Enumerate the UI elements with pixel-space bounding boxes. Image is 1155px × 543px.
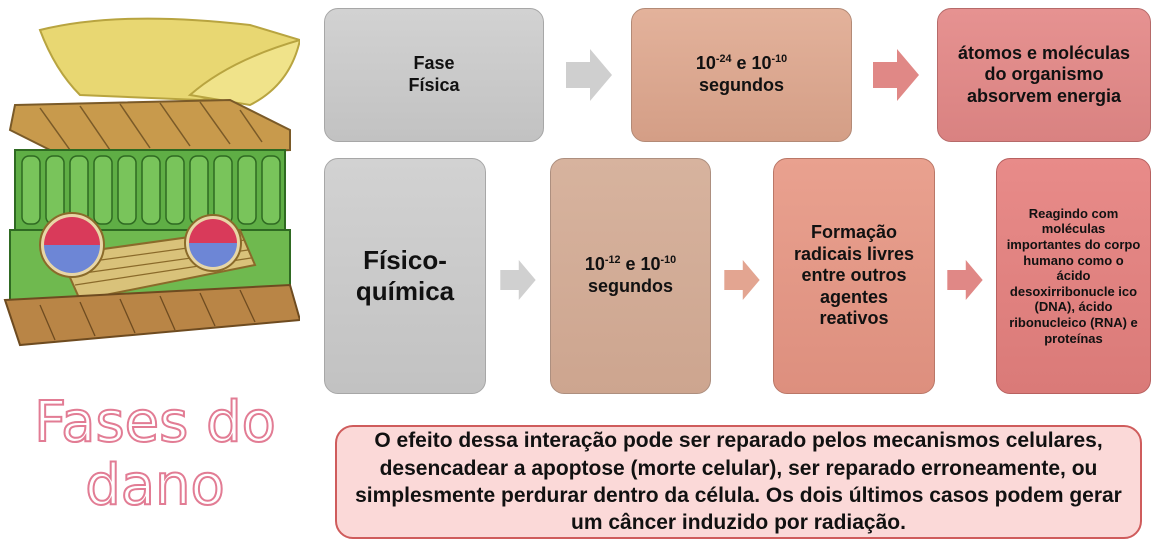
phase-physical-line-2: Física (408, 75, 460, 95)
title-line-1: Fases do (33, 390, 277, 455)
effect-physical-text: átomos e moléculas do organismo absorvem… (957, 42, 1131, 106)
arrow-icon (947, 260, 983, 300)
phase-physicochemical-box: Físico- química (324, 158, 486, 394)
phase-physicochemical-line-1: Físico- (363, 244, 447, 275)
time-physical-value: 10-24 e 10-10 (695, 53, 788, 74)
phase-physical-box: Fase Física (324, 8, 544, 142)
effect-physicochemical-box: Formação radicais livres entre outros ag… (773, 158, 935, 394)
time-physicochemical-box: 10-12 e 10-10 segundos (550, 158, 711, 394)
footer-note: O efeito dessa interação pode ser repara… (335, 425, 1142, 539)
effect-physical-box: átomos e moléculas do organismo absorvem… (937, 8, 1151, 142)
arrow-icon (566, 49, 612, 101)
time-physicochemical-unit: segundos (587, 276, 673, 296)
phase-physical-line-1: Fase (413, 53, 455, 74)
result-physicochemical-text: Reagindo com moléculas importantes do co… (1006, 205, 1141, 346)
phase-physicochemical-line-2: química (355, 276, 455, 306)
leaf-cross-section-illustration (3, 17, 300, 347)
arrow-icon (873, 49, 919, 101)
time-physical-box: 10-24 e 10-10 segundos (631, 8, 852, 142)
time-physicochemical-value: 10-12 e 10-10 (584, 254, 677, 275)
time-physical-unit: segundos (698, 75, 784, 95)
effect-physicochemical-text: Formação radicais livres entre outros ag… (793, 222, 915, 329)
arrow-icon (500, 260, 536, 300)
page-title: Fases do dano (30, 390, 280, 518)
result-physicochemical-box: Reagindo com moléculas importantes do co… (996, 158, 1151, 394)
footer-note-text: O efeito dessa interação pode ser repara… (355, 429, 1122, 535)
arrow-icon (724, 260, 760, 300)
title-line-2: dano (84, 452, 226, 518)
